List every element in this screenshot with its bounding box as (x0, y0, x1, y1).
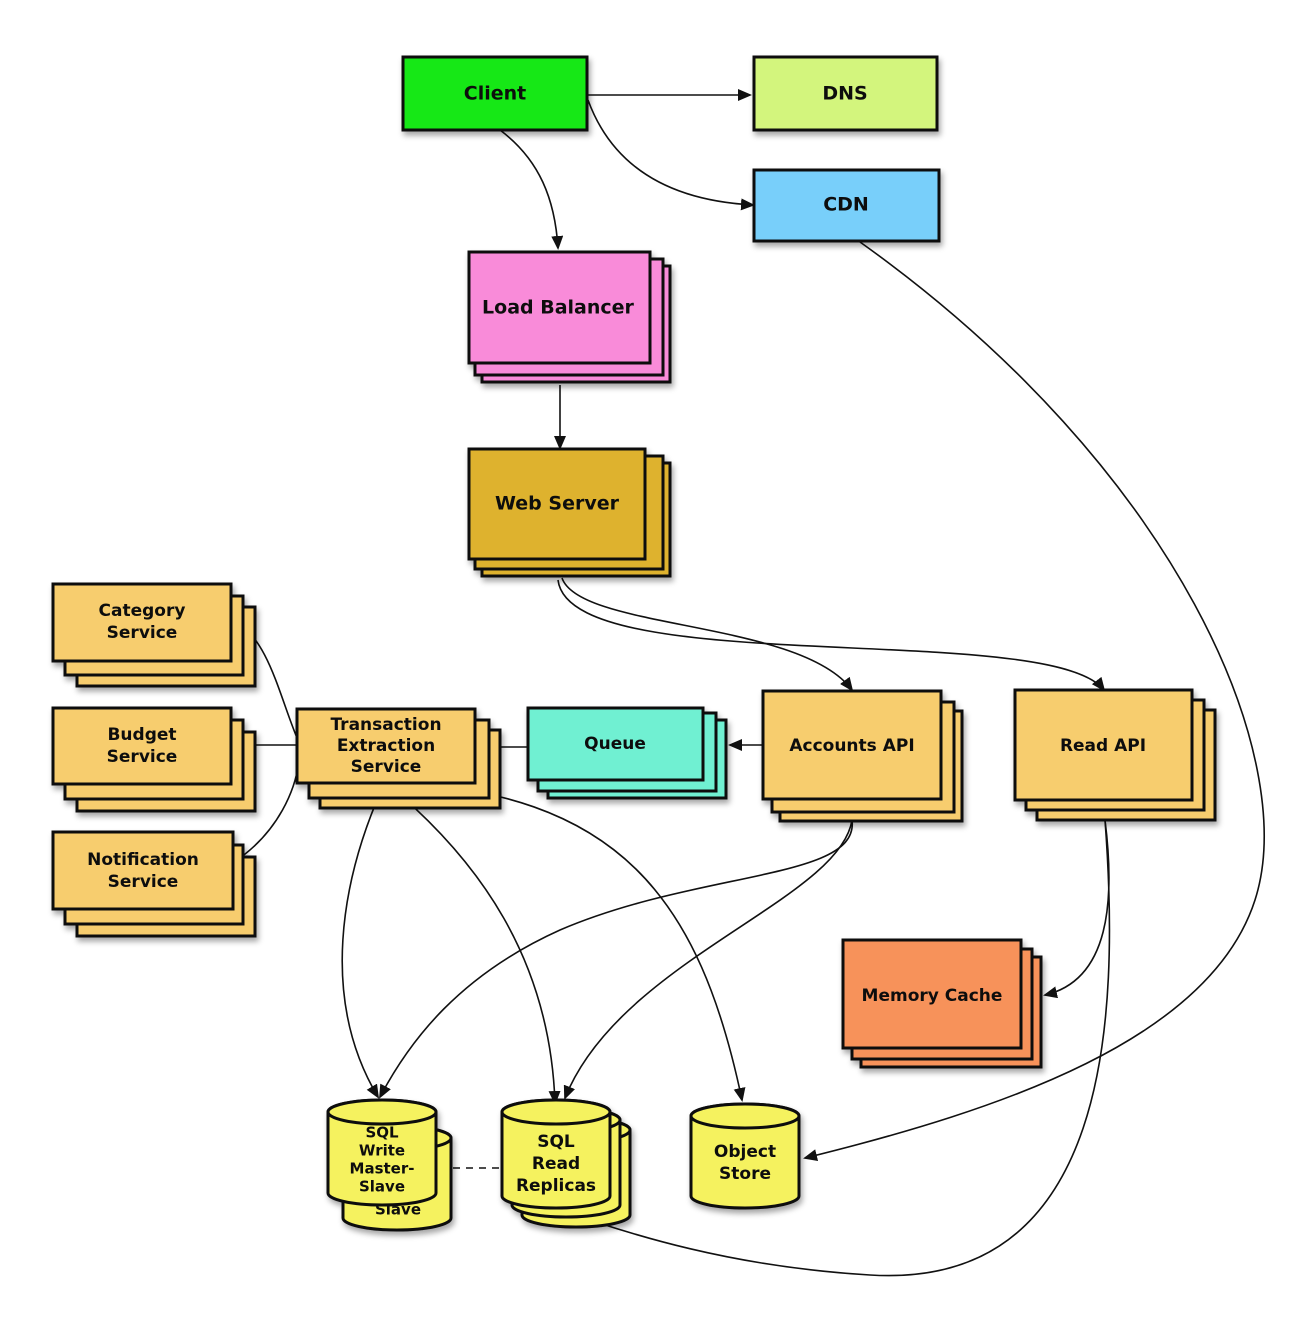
edges (232, 89, 1265, 1277)
load-balancer-box-front (467, 250, 652, 365)
edge-transaction-object-store (384, 781, 746, 1102)
budget-service-line-2: Service (107, 747, 178, 767)
sql-write-node[interactable]: Slave SQL Write Master- Slave (326, 1098, 453, 1232)
edge-read-api-memory-cache (1043, 819, 1110, 999)
cdn-box (752, 168, 941, 243)
web-server-node[interactable]: Web Server (467, 447, 672, 578)
web-server-label: Web Server (495, 493, 620, 515)
edge-client-cdn (587, 99, 755, 211)
object-store-line-1: Object (714, 1142, 776, 1162)
budget-service-node[interactable]: Budget Service (51, 706, 257, 813)
accounts-api-node[interactable]: Accounts API (761, 689, 964, 823)
transaction-service-line-3: Service (351, 757, 422, 777)
edge-accounts-api-sql-write (379, 819, 853, 1099)
accounts-api-label: Accounts API (789, 736, 914, 756)
read-api-label: Read API (1060, 736, 1146, 756)
sql-read-line-3: Replicas (516, 1176, 596, 1196)
read-api-box-front (1013, 688, 1194, 802)
category-service-box-front (51, 582, 233, 663)
category-service-line-2: Service (107, 623, 178, 643)
edge-accounts-api-sql-read (563, 819, 853, 1100)
dns-box (752, 55, 939, 132)
web-server-box-front (467, 447, 647, 561)
memory-cache-label: Memory Cache (862, 986, 1003, 1006)
category-service-node[interactable]: Category Service (51, 582, 257, 688)
transaction-service-line-1: Transaction (330, 715, 441, 735)
sql-write-line-3: Master- (350, 1160, 415, 1178)
notification-service-box-front (51, 830, 235, 911)
edge-client-load-balancer (499, 129, 564, 250)
edge-cdn-object-store (803, 241, 1265, 1161)
queue-node[interactable]: Queue (526, 706, 728, 800)
read-api-node[interactable]: Read API (1013, 688, 1217, 822)
edge-web-server-read-api (557, 579, 1106, 692)
object-store-line-2: Store (719, 1164, 771, 1184)
cdn-node[interactable]: CDN (752, 168, 941, 243)
memory-cache-box-front (841, 938, 1023, 1050)
transaction-service-box-front (295, 707, 477, 785)
sql-write-line-2: Write (359, 1142, 405, 1160)
memory-cache-node[interactable]: Memory Cache (841, 938, 1043, 1069)
sql-read-line-2: Read (532, 1154, 580, 1174)
queue-box-front (526, 706, 705, 782)
object-store-node[interactable]: Object Store (689, 1102, 801, 1210)
notification-service-node[interactable]: Notification Service (51, 830, 257, 938)
notification-service-line-1: Notification (87, 850, 199, 870)
client-label: Client (464, 83, 526, 105)
edge-transaction-sql-read (384, 781, 561, 1105)
client-box (401, 55, 589, 132)
queue-label: Queue (584, 734, 646, 754)
load-balancer-label: Load Balancer (482, 297, 635, 319)
cdn-label: CDN (823, 194, 869, 216)
budget-service-box-front (51, 706, 233, 786)
transaction-extraction-service-node[interactable]: Transaction Extraction Service (295, 707, 502, 810)
dns-node[interactable]: DNS (752, 55, 939, 132)
sql-write-cylinder-front-top (326, 1098, 438, 1126)
load-balancer-node[interactable]: Load Balancer (467, 250, 672, 384)
edge-read-api-sql-read (558, 819, 1111, 1277)
edge-transaction-sql-write (341, 781, 386, 1099)
object-store-cylinder-top (689, 1102, 801, 1130)
sql-read-line-1: SQL (537, 1132, 575, 1152)
client-node[interactable]: Client (401, 55, 589, 132)
edge-web-server-accounts-api (561, 577, 854, 692)
category-service-line-1: Category (99, 601, 186, 621)
sql-write-line-4: Slave (359, 1178, 405, 1196)
sql-read-replicas-node[interactable]: SQL Read Replicas (500, 1098, 632, 1229)
budget-service-line-1: Budget (107, 725, 176, 745)
accounts-api-box-front (761, 689, 943, 801)
sql-write-line-1: SQL (365, 1124, 399, 1142)
transaction-service-line-2: Extraction (337, 736, 435, 756)
dns-label: DNS (822, 83, 867, 105)
sql-read-cylinder-front-top (500, 1098, 612, 1126)
notification-service-line-2: Service (108, 872, 179, 892)
